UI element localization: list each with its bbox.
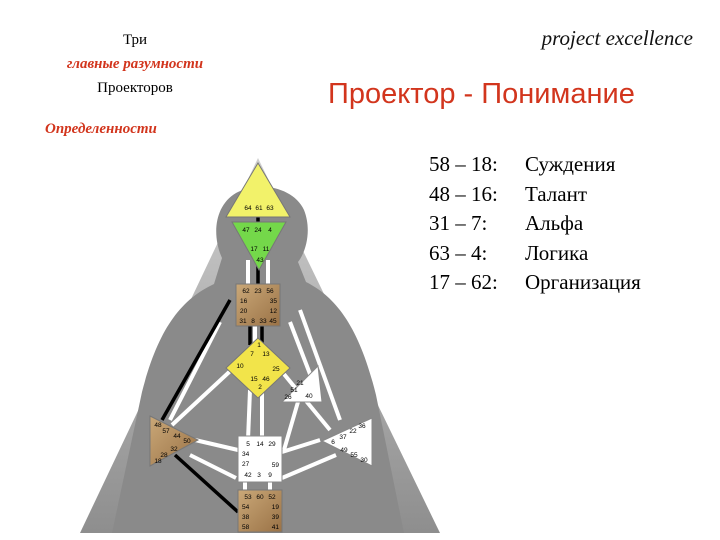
gate-label: 18 <box>154 458 162 465</box>
gate-label: 43 <box>256 257 264 264</box>
gate-label: 52 <box>268 494 276 501</box>
ego-center <box>280 364 323 403</box>
channel-code: 58 – 18: <box>429 152 498 176</box>
gate-label: 29 <box>268 441 276 448</box>
gate-label: 39 <box>272 514 280 521</box>
gate-label: 13 <box>262 351 270 358</box>
channel-code: 63 – 4: <box>429 240 488 265</box>
gate-label: 37 <box>339 434 347 441</box>
gate-label: 33 <box>259 318 267 325</box>
channel-name: Суждения <box>525 152 616 176</box>
channel-code: 48 – 16: <box>429 181 498 206</box>
gate-label: 8 <box>251 318 255 325</box>
gate-label: 36 <box>358 423 366 430</box>
channel-item: 17 – 62: Организация <box>429 268 641 298</box>
gate-label: 26 <box>284 394 292 401</box>
gate-label: 38 <box>242 514 250 521</box>
gate-label: 42 <box>244 472 252 479</box>
brand-label: project excellence <box>541 26 693 50</box>
heading-line-2: главные разумности <box>66 56 204 72</box>
gate-label: 48 <box>154 422 162 429</box>
gate-label: 44 <box>173 433 181 440</box>
channel-item: 48 – 16: Талант <box>429 180 641 210</box>
channel-name: Организация <box>525 270 641 294</box>
gate-label: 40 <box>305 393 313 400</box>
gate-label: 41 <box>272 524 280 531</box>
channel-code: 31 – 7: <box>429 211 488 235</box>
gate-label: 35 <box>270 298 278 305</box>
gate-label: 56 <box>266 288 274 295</box>
gate-label: 12 <box>270 308 278 315</box>
sacral-center <box>237 435 283 483</box>
gate-label: 23 <box>254 288 262 295</box>
gate-label: 28 <box>160 452 168 459</box>
gate-label: 63 <box>266 205 274 212</box>
certainty-label: Определенности <box>45 121 157 137</box>
gate-label: 34 <box>242 451 250 458</box>
gate-label: 21 <box>296 380 304 387</box>
channel-item: 31 – 7: Альфа <box>429 209 641 239</box>
gate-label: 30 <box>360 457 368 464</box>
gate-label: 11 <box>263 246 270 253</box>
heading-three-intelligences: Три главные разумности Проекторов <box>40 28 230 100</box>
gate-label: 22 <box>349 428 357 435</box>
throat-center <box>235 283 281 327</box>
gate-label: 61 <box>255 205 263 212</box>
gate-label: 3 <box>257 472 261 479</box>
gate-label: 53 <box>244 494 252 501</box>
gate-label: 1 <box>257 342 261 349</box>
spleen-center <box>149 415 200 467</box>
gate-label: 20 <box>240 308 248 315</box>
channel-name: Талант <box>525 181 588 206</box>
root-center <box>237 489 283 533</box>
gate-label: 4 <box>268 227 272 234</box>
channel-list: 58 – 18: Суждения 48 – 16: Талант 31 – 7: А… <box>429 150 641 298</box>
gate-label: 64 <box>244 205 252 212</box>
gate-label: 24 <box>254 227 262 234</box>
gate-label: 62 <box>242 288 250 295</box>
gate-label: 60 <box>256 494 264 501</box>
gate-label: 49 <box>340 447 348 454</box>
gate-label: 59 <box>272 462 280 469</box>
gate-label: 47 <box>242 227 250 234</box>
gate-label: 15 <box>250 376 258 383</box>
channel-name: Логика <box>525 240 589 265</box>
gate-label: 9 <box>268 472 272 479</box>
head-center <box>225 162 291 218</box>
gate-label: 31 <box>239 318 247 325</box>
gate-label: 51 <box>290 387 298 394</box>
channel-item: 63 – 4: Логика <box>429 239 641 269</box>
gate-label: 27 <box>242 461 250 468</box>
gate-label: 17 <box>250 246 258 253</box>
channel-name: Альфа <box>525 211 584 235</box>
gate-label: 14 <box>256 441 264 448</box>
gate-label: 54 <box>242 504 250 511</box>
gate-label: 46 <box>262 376 270 383</box>
gate-label: 50 <box>183 438 191 445</box>
g-center <box>225 337 291 399</box>
gate-label: 19 <box>272 504 280 511</box>
page-title: Проектор - Понимание <box>328 78 635 110</box>
gate-label: 57 <box>162 428 170 435</box>
gate-label: 58 <box>242 524 250 531</box>
gate-label: 45 <box>269 318 277 325</box>
gate-label: 7 <box>250 351 254 358</box>
gate-label: 2 <box>258 384 262 391</box>
gate-label: 32 <box>170 446 178 453</box>
solar-plexus-center <box>320 417 373 467</box>
gate-label: 5 <box>246 441 250 448</box>
gate-label: 10 <box>236 363 244 370</box>
channel-item: 58 – 18: Суждения <box>429 150 641 180</box>
heading-line-3: Проекторов <box>97 80 173 96</box>
ajna-center <box>231 221 287 272</box>
channel-code: 17 – 62: <box>429 270 498 294</box>
heading-line-1: Три <box>122 32 148 48</box>
gate-label: 6 <box>331 439 335 446</box>
gate-label: 55 <box>350 452 358 459</box>
gate-label: 25 <box>272 366 280 373</box>
gate-label: 16 <box>240 298 248 305</box>
